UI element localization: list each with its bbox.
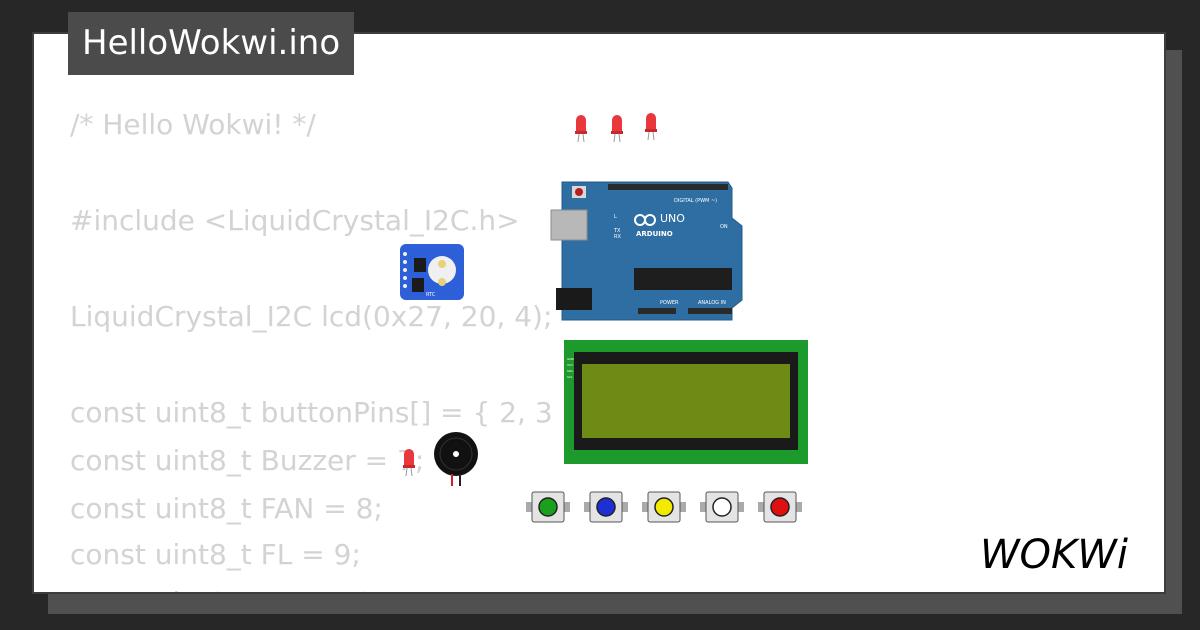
project-preview-card[interactable]: /* Hello Wokwi! */ #include <LiquidCryst… <box>32 32 1166 594</box>
rtc-label: RTC <box>426 292 436 298</box>
wokwi-logo: WOKWi <box>980 532 1128 578</box>
pushbutton-blue[interactable] <box>584 491 628 523</box>
pushbutton-green[interactable] <box>526 491 570 523</box>
rtc-module[interactable]: RTC <box>400 244 464 304</box>
analog-label: ANALOG IN <box>698 300 726 306</box>
l-label: L <box>614 214 617 220</box>
brand-label: ARDUINO <box>636 230 673 238</box>
code-line-5: LiquidCrystal_I2C lcd(0x27, 20, 4); <box>70 300 553 333</box>
code-line-10: const uint8_t FL = 9; <box>70 538 361 571</box>
digital-label: DIGITAL (PWM ~) <box>674 198 717 204</box>
rx-label: RX <box>614 234 621 240</box>
led-icon <box>403 449 415 477</box>
pushbutton-yellow[interactable] <box>642 491 686 523</box>
tx-label: TX <box>613 228 621 234</box>
board-label: UNO <box>660 212 685 225</box>
pushbutton-white[interactable] <box>700 491 744 523</box>
lcd-pin-scl: SCL <box>567 375 573 379</box>
led-icon <box>645 113 657 141</box>
code-line-8: const uint8_t Buzzer = 7; <box>70 444 425 477</box>
power-label: POWER <box>660 300 679 306</box>
code-line-9: const uint8_t FAN = 8; <box>70 492 383 525</box>
arduino-uno-board[interactable]: UNO ARDUINO DIGITAL (PWM ~) ANALOG IN PO… <box>548 180 768 322</box>
pushbutton-red[interactable] <box>758 491 802 523</box>
lcd-pin-vcc: VCC <box>567 363 573 367</box>
lcd-pin-sda: SDA <box>567 369 574 373</box>
buzzer-icon[interactable] <box>432 432 482 488</box>
led-group-top <box>575 113 657 143</box>
led-icon <box>575 115 587 143</box>
led-icon <box>611 115 623 143</box>
lcd-pin-gnd: GND <box>567 357 575 361</box>
code-line-7: const uint8_t buttonPins[] = { 2, 3 <box>70 396 553 429</box>
pushbutton-row[interactable] <box>524 488 814 528</box>
code-line-1: /* Hello Wokwi! */ <box>70 108 316 141</box>
on-label: ON <box>720 224 728 230</box>
lcd-display[interactable]: GND VCC SDA SCL <box>564 340 808 464</box>
logo-text: WOKWi <box>980 532 1128 578</box>
code-line-11: const uint8_t RL = 10; <box>70 586 382 592</box>
project-title[interactable]: HelloWokwi.ino <box>68 12 355 75</box>
code-line-3: #include <LiquidCrystal_I2C.h> <box>70 204 520 237</box>
